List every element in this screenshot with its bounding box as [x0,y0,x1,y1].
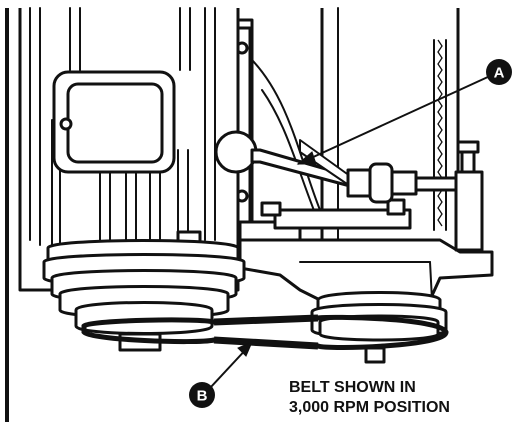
v-belt [81,314,449,350]
motor-pulley [42,239,246,352]
lever-knob [214,130,258,174]
head-casting [228,18,494,302]
callout-a: A [296,59,512,165]
caption: BELT SHOWN IN 3,000 RPM POSITION [289,379,450,416]
callout-a-label: A [494,65,505,82]
tension-lever [214,130,484,252]
caption-line-2: 3,000 RPM POSITION [289,399,450,416]
caption-line-1: BELT SHOWN IN [289,379,416,396]
callout-b: B [189,341,253,408]
junction-box [52,70,176,174]
lock-post [454,170,484,252]
spindle-pulley [310,291,448,364]
motor [18,7,240,292]
callout-b-label: B [197,388,208,405]
